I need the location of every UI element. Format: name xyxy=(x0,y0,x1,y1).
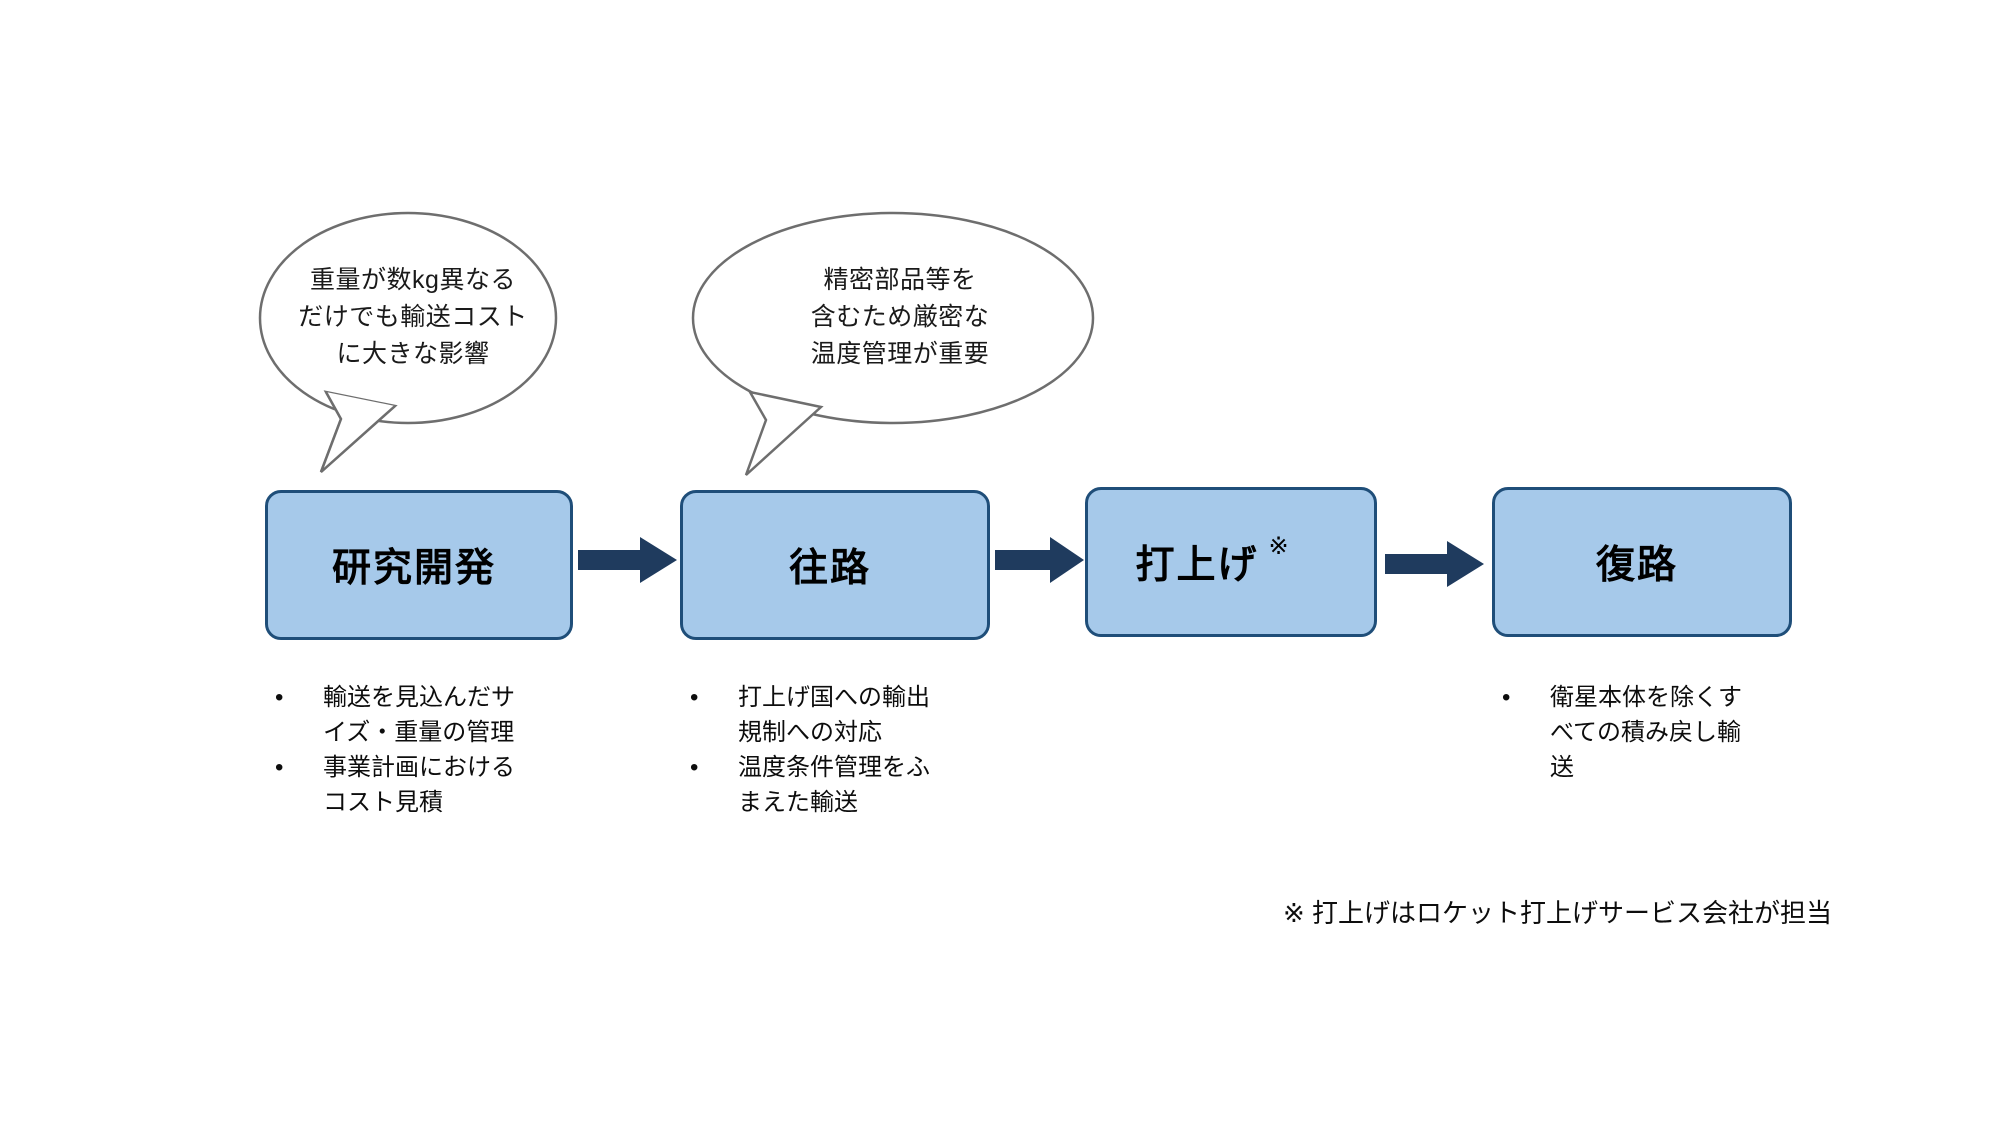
callout-bubble-temperature xyxy=(691,211,1095,476)
details-return-route: • 衛星本体を除くす べての積み戻し輸 送 xyxy=(1492,680,1792,785)
bullet-icon: • xyxy=(690,754,699,781)
footnote-launch-provider: ※ 打上げはロケット打上げサービス会社が担当 xyxy=(1283,898,1833,928)
bullet-icon: • xyxy=(690,684,699,711)
arrow-outward-to-launch xyxy=(995,537,1084,583)
bubble-tail-outline xyxy=(319,391,396,473)
arrow-launch-to-return xyxy=(1385,541,1484,587)
process-box-outward-route[interactable]: 往路 xyxy=(680,490,990,640)
bullet-icon: • xyxy=(1502,684,1511,711)
list-item-text: 温度条件管理をふ まえた輸送 xyxy=(738,754,930,816)
bubble-tail xyxy=(744,390,824,476)
callout-text-temperature: 精密部品等を 含むため厳密な 温度管理が重要 xyxy=(810,266,990,368)
bullet-icon: • xyxy=(275,684,284,711)
process-note-mark: ※ xyxy=(1268,533,1291,560)
list-item-text: 衛星本体を除くす べての積み戻し輸 送 xyxy=(1550,684,1742,781)
list-item-text: 事業計画における コスト見積 xyxy=(323,754,515,816)
process-label-text: 復路 xyxy=(1595,544,1678,587)
process-box-label: 往路 xyxy=(789,537,881,593)
process-label-text: 往路 xyxy=(788,547,871,590)
bubble-ellipse xyxy=(258,211,558,425)
list-item: • 衛星本体を除くす べての積み戻し輸 送 xyxy=(1492,680,1792,785)
callout-bubble-weight-cost xyxy=(258,211,558,473)
list-item-text: 打上げ国への輸出 規制への対応 xyxy=(738,684,930,746)
process-label-text: 研究開発 xyxy=(331,547,496,590)
bullet-icon: • xyxy=(275,754,284,781)
list-item: • 輸送を見込んだサ イズ・重量の管理 xyxy=(265,680,565,750)
process-box-launch[interactable]: 打上げ ※ xyxy=(1085,487,1377,637)
list-item: • 温度条件管理をふ まえた輸送 xyxy=(680,750,980,820)
process-box-label: 研究開発 xyxy=(332,537,506,593)
process-box-research-development[interactable]: 研究開発 xyxy=(265,490,573,640)
process-box-label: 復路 xyxy=(1596,534,1688,590)
list-item: • 打上げ国への輸出 規制への対応 xyxy=(680,680,980,750)
process-box-return-route[interactable]: 復路 xyxy=(1492,487,1792,637)
list-item-text: 輸送を見込んだサ イズ・重量の管理 xyxy=(323,684,515,746)
details-research-development: • 輸送を見込んだサ イズ・重量の管理 • 事業計画における コスト見積 xyxy=(265,680,565,820)
callout-text-weight-cost: 重量が数kg異なる だけでも輸送コスト に大きな影響 xyxy=(298,266,528,368)
process-label-text: 打上げ xyxy=(1135,544,1259,587)
process-box-label: 打上げ ※ xyxy=(1135,533,1291,590)
arrow-rd-to-outward xyxy=(578,537,677,583)
list-item: • 事業計画における コスト見積 xyxy=(265,750,565,820)
details-outward-route: • 打上げ国への輸出 規制への対応 • 温度条件管理をふ まえた輸送 xyxy=(680,680,980,820)
bubble-ellipse xyxy=(691,211,1095,425)
